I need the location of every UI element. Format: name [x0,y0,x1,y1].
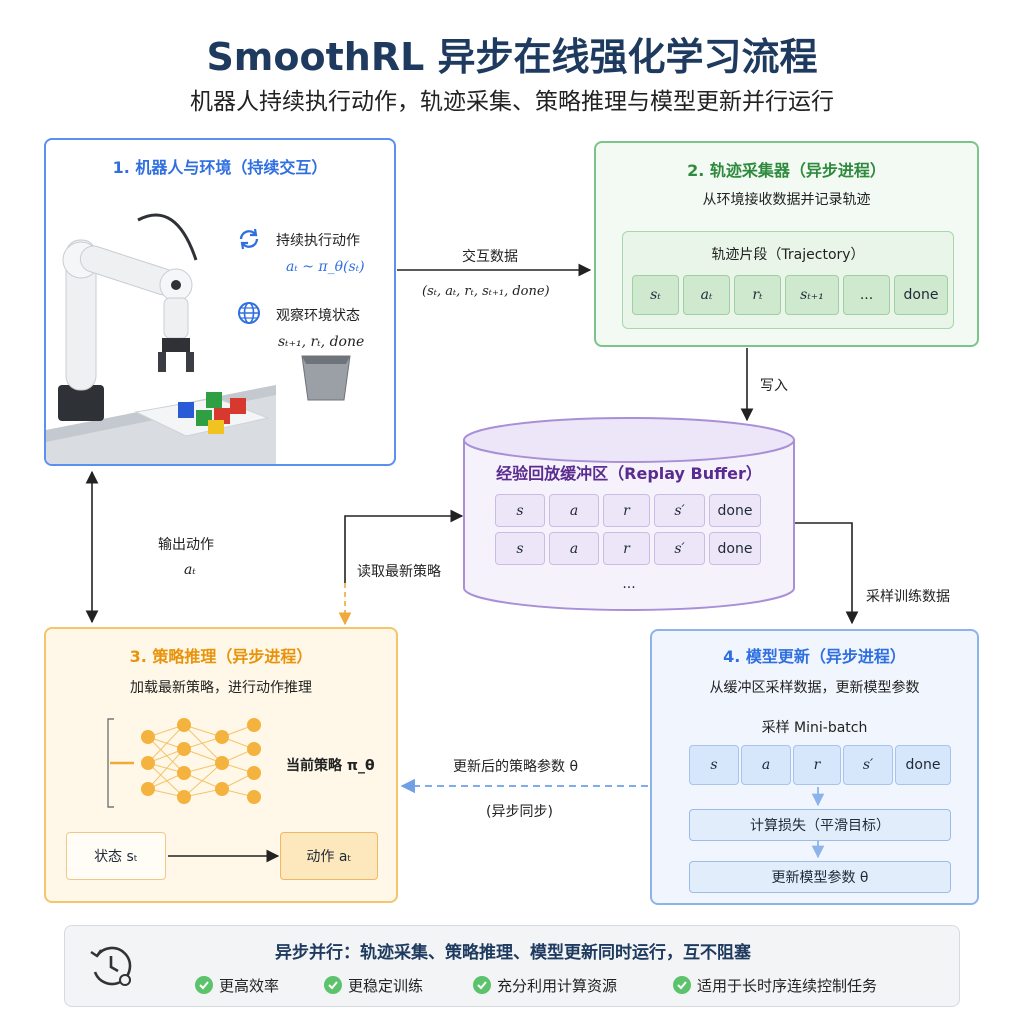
legend-headline: 异步并行：轨迹采集、策略推理、模型更新同时运行，互不阻塞 [275,943,751,963]
act-label: 持续执行动作 [276,233,360,249]
act-formula: aₜ ~ π_θ(sₜ) [286,259,365,275]
trajectory-cell-s: sₜ [632,275,679,315]
robot-panel-title: 1. 机器人与环境（持续交互） [112,158,328,177]
label-async-sync: (异步同步) [486,804,553,820]
neural-network-icon [107,718,261,808]
obs-formula: sₜ₊₁, rₜ, done [278,334,365,350]
current-policy-label: 当前策略 π_θ [286,758,375,774]
update-flow-arrows [811,787,825,859]
collector-panel-title: 2. 轨迹采集器（异步进程） [687,161,886,180]
label-updated-params: 更新后的策略参数 θ [453,759,579,775]
trajectory-segment-box: 轨迹片段（Trajectory） sₜ aₜ rₜ sₜ₊₁ ... done [622,231,954,329]
robot-arm-illustration [46,213,276,464]
obs-label: 观察环境状态 [276,308,360,324]
robot-environment-panel: 1. 机器人与环境（持续交互） [44,138,396,466]
label-interaction: 交互数据 [462,249,518,265]
policy-inference-panel: 3. 策略推理（异步进程） 加载最新策略，进行动作推理 当前策略 π_θ 状态 … [44,627,398,903]
arrow-read-policy-solid [344,509,464,583]
policy-panel-title: 3. 策略推理（异步进程） [129,647,313,666]
buffer-row1-s-next: s′ [654,494,705,527]
globe-icon [236,300,262,326]
label-sample-data: 采样训练数据 [866,589,950,605]
update-panel-subtitle: 从缓冲区采样数据，更新模型参数 [709,680,920,696]
legend-item-stability: 更稳定训练 [348,977,424,995]
sync-icon [236,226,262,252]
action-box: 动作 aₜ [280,832,378,880]
batch-cell-a: a [741,745,791,785]
buffer-row1-s: s [495,494,545,527]
batch-cell-s: s [689,745,739,785]
check-icon [195,976,213,994]
label-read-policy: 读取最新策略 [357,564,441,580]
label-write: 写入 [760,378,788,394]
state-box: 状态 sₜ [66,832,166,880]
label-interaction-tuple: (sₜ, aₜ, rₜ, sₜ₊₁, done) [422,284,550,299]
state-to-action-arrow [168,849,280,863]
legend-panel: 异步并行：轨迹采集、策略推理、模型更新同时运行，互不阻塞 更高效率 更稳定训练 … [64,925,960,1007]
trajectory-cell-r: rₜ [734,275,781,315]
loss-box: 计算损失（平滑目标） [689,809,951,841]
buffer-ellipsis: ... [622,576,636,592]
label-output-symbol: aₜ [184,562,196,578]
check-icon [673,976,691,994]
policy-panel-subtitle: 加载最新策略，进行动作推理 [130,680,312,696]
trajectory-cell-done: done [894,275,948,315]
buffer-row2-s: s [495,532,545,565]
update-params-box: 更新模型参数 θ [689,861,951,893]
clock-sync-icon [87,942,135,990]
page-title: SmoothRL 异步在线强化学习流程 [206,35,818,79]
page-subtitle: 机器人持续执行动作，轨迹采集、策略推理与模型更新并行运行 [190,89,834,115]
arrow-sample-data [793,522,859,625]
buffer-row1-a: a [549,494,599,527]
trajectory-collector-panel: 2. 轨迹采集器（异步进程） 从环境接收数据并记录轨迹 轨迹片段（Traject… [594,141,979,347]
update-panel-title: 4. 模型更新（异步进程） [723,647,906,666]
batch-label: 采样 Mini-batch [761,720,868,736]
legend-item-long-horizon: 适用于长时序连续控制任务 [697,977,878,995]
segment-label: 轨迹片段（Trajectory） [711,247,865,263]
buffer-row1-done: done [709,494,761,527]
label-output-action: 输出动作 [158,537,214,553]
model-update-panel: 4. 模型更新（异步进程） 从缓冲区采样数据，更新模型参数 采样 Mini-ba… [650,629,979,905]
legend-item-resources: 充分利用计算资源 [497,977,618,995]
replay-buffer-title: 经验回放缓冲区（Replay Buffer） [496,464,762,483]
batch-cell-done: done [895,745,951,785]
batch-cell-s-next: s′ [843,745,893,785]
batch-cell-r: r [793,745,841,785]
collector-panel-subtitle: 从环境接收数据并记录轨迹 [702,192,871,208]
buffer-row2-done: done [709,532,761,565]
trajectory-cell-s-next: sₜ₊₁ [785,275,839,315]
legend-item-efficiency: 更高效率 [219,977,280,995]
buffer-row2-a: a [549,532,599,565]
trajectory-cell-a: aₜ [683,275,730,315]
buffer-row2-s-next: s′ [654,532,705,565]
buffer-row2-r: r [603,532,650,565]
check-icon [324,976,342,994]
buffer-row1-r: r [603,494,650,527]
gray-bin-illustration [301,355,351,401]
trajectory-cell-ellipsis: ... [843,275,890,315]
check-icon [473,976,491,994]
